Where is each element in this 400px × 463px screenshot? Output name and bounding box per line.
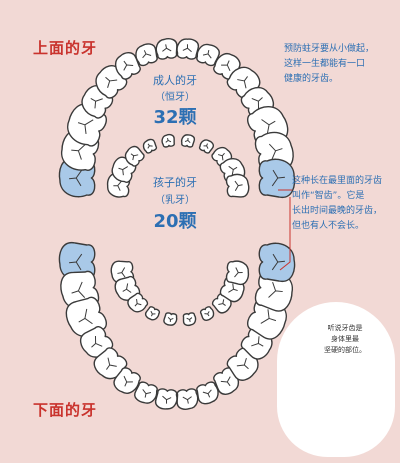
adult-upper-tooth — [196, 43, 220, 67]
child-upper-arch — [106, 133, 250, 198]
speech-line: 坚硬的部位。 — [324, 346, 366, 354]
child-upper-tooth — [124, 145, 145, 167]
adult-upper-tooth — [114, 51, 141, 80]
adult-lower-tooth — [134, 381, 158, 404]
child-lower-arch — [110, 260, 250, 327]
wisdom-tooth-pointer — [278, 189, 292, 271]
mice-speech-text: 听说牙齿是 身体里最 坚硬的部位。 — [308, 323, 382, 356]
child-upper-tooth — [225, 173, 250, 198]
child-lower-tooth — [127, 292, 149, 313]
adult-lower-tooth — [196, 381, 219, 405]
wisdom-tooth — [258, 158, 296, 198]
child-teeth-count: 20颗 — [153, 211, 197, 232]
child-upper-tooth — [198, 139, 215, 154]
adult-upper-arch — [58, 38, 296, 198]
wisdom-note-line: 但也有人不会长。 — [292, 221, 365, 231]
child-lower-tooth — [199, 306, 215, 321]
adult-upper-tooth — [176, 38, 200, 60]
adult-lower-tooth — [154, 388, 178, 410]
child-upper-tooth — [180, 134, 196, 148]
speech-line: 身体里最 — [331, 335, 359, 343]
adult-teeth-title: 成人的牙 — [153, 74, 197, 87]
child-lower-tooth — [163, 312, 178, 326]
mice-bubble — [277, 302, 395, 457]
wisdom-tooth-note: 这种长在最里面的牙齿 叫作“智齿”。它是 长出时间最晚的牙齿， 但也有人不会长。 — [292, 174, 398, 234]
adult-upper-tooth — [155, 38, 178, 60]
adult-teeth-subtitle: （恒牙） — [155, 92, 195, 103]
child-lower-tooth — [225, 260, 250, 286]
speech-line: 听说牙齿是 — [327, 324, 363, 332]
child-upper-tooth — [142, 138, 158, 154]
prevention-note-line: 健康的牙齿。 — [284, 74, 339, 84]
wisdom-tooth — [258, 242, 296, 282]
child-upper-tooth — [161, 133, 175, 148]
prevention-note: 预防蛀牙要从小做起， 这样一生都能有一口 健康的牙齿。 — [284, 42, 392, 87]
adult-lower-tooth — [113, 367, 141, 394]
wisdom-note-line: 长出时间最晚的牙齿， — [292, 206, 383, 216]
child-lower-tooth — [182, 312, 197, 327]
child-teeth-title: 孩子的牙 — [153, 176, 197, 189]
upper-teeth-label: 上面的牙 — [33, 39, 98, 57]
adult-teeth-count: 32颗 — [153, 107, 197, 128]
adult-upper-tooth — [135, 43, 158, 67]
adult-lower-arch — [58, 242, 296, 410]
prevention-note-line: 预防蛀牙要从小做起， — [284, 44, 375, 54]
adult-lower-tooth — [176, 388, 199, 410]
wisdom-note-line: 这种长在最里面的牙齿 — [292, 176, 383, 186]
prevention-note-line: 这样一生都能有一口 — [284, 59, 366, 69]
lower-teeth-label: 下面的牙 — [33, 401, 98, 419]
wisdom-note-line: 叫作“智齿”。它是 — [292, 191, 365, 201]
child-lower-tooth — [144, 306, 161, 321]
child-teeth-subtitle: （乳牙） — [155, 195, 195, 206]
